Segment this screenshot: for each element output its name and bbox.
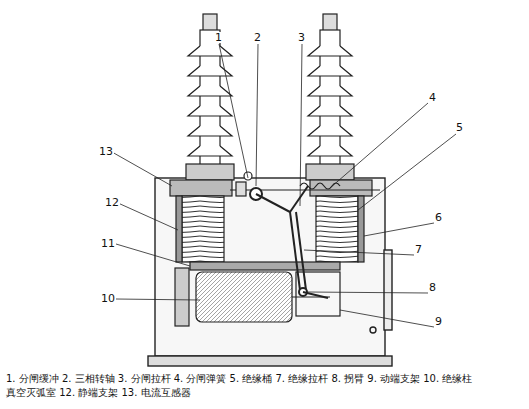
callout-number: 12: [104, 197, 120, 208]
insulator-shed: [308, 46, 352, 56]
housing: [148, 178, 392, 366]
bushings: [186, 14, 354, 180]
callout-number: 10: [100, 293, 116, 304]
callout-number: 3: [297, 32, 306, 43]
leader-lines: [112, 44, 456, 327]
insulator-shed: [188, 46, 232, 56]
insulator-shed: [188, 146, 232, 156]
insulator-shed: [308, 106, 352, 116]
figure-caption: 1. 分闸缓冲 2. 三相转轴 3. 分闸拉杆 4. 分闸弹簧 5. 绝缘桶 7…: [6, 372, 476, 400]
insulator-shed: [308, 126, 352, 136]
vacuum-interrupter: [175, 262, 340, 326]
insulator-shed: [308, 86, 352, 96]
insulator-shed: [188, 106, 232, 116]
insulator-shed: [188, 86, 232, 96]
callout-number: 2: [253, 32, 262, 43]
callout-number: 11: [100, 238, 116, 249]
operating-linkage: [230, 172, 380, 298]
insulating-cylinders: [176, 196, 364, 262]
callout-number: 6: [434, 212, 443, 223]
callout-number: 9: [434, 316, 443, 327]
callout-number: 8: [428, 282, 437, 293]
callout-number: 4: [428, 92, 437, 103]
insulator-shed: [308, 146, 352, 156]
current-transformers: [170, 180, 372, 196]
callout-number: 5: [455, 122, 464, 133]
callout-number: 1: [214, 32, 223, 43]
callout-number: 7: [414, 244, 423, 255]
insulator-shed: [188, 126, 232, 136]
insulator-shed: [308, 66, 352, 76]
callout-number: 13: [98, 146, 114, 157]
